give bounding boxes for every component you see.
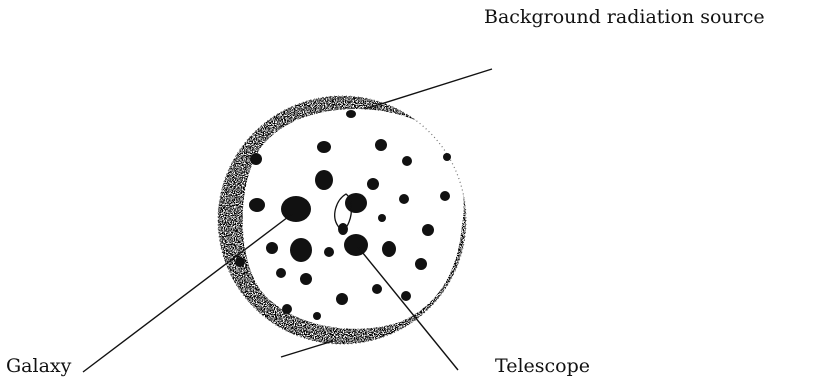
galaxy-blob [382, 241, 396, 257]
galaxy-blob [300, 273, 312, 285]
galaxy-blob [250, 153, 262, 165]
galaxy-blob [375, 139, 387, 151]
galaxy-blob [235, 257, 245, 267]
galaxy-blob [282, 304, 292, 314]
galaxy-blob [422, 224, 434, 236]
galaxy-blob [440, 191, 450, 201]
label-galaxy: Galaxy [6, 355, 71, 377]
galaxy-blob [372, 284, 382, 294]
galaxy-blob [317, 141, 331, 153]
galaxy-blob [276, 268, 286, 278]
galaxy-blob [401, 291, 411, 301]
galaxy-blob [249, 198, 265, 212]
galaxy-blob [313, 312, 321, 320]
label-telescope: Telescope [495, 355, 590, 377]
label-background-radiation-source: Background radiation source [484, 6, 765, 28]
galaxy-blob [415, 258, 427, 270]
galaxy-blob [336, 293, 348, 305]
galaxy-blob [290, 238, 312, 262]
galaxy-blob [315, 170, 333, 190]
galaxy-blob [367, 178, 379, 190]
galaxy-blob [344, 234, 368, 256]
galaxy-blob [399, 194, 409, 204]
galaxy-blob [443, 153, 451, 161]
galaxy-blob [324, 247, 334, 257]
galaxy-blob [346, 110, 356, 118]
galaxy-blob [378, 214, 386, 222]
galaxy-blob [266, 242, 278, 254]
galaxy-blob [402, 156, 412, 166]
